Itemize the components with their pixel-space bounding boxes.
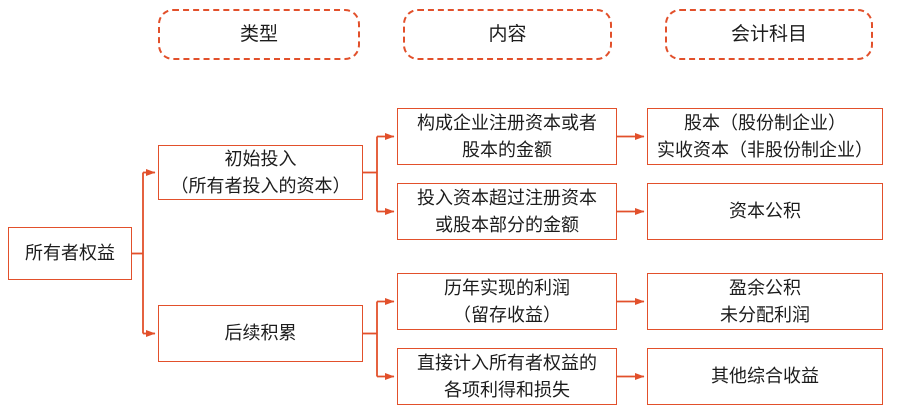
account-box-share-capital-paid-in-capital: 股本（股份制企业） 实收资本（非股份制企业） <box>647 108 883 165</box>
account-box-other-comprehensive-income: 其他综合收益 <box>647 348 883 405</box>
account-box-surplus-reserve-undistributed-profit: 盈余公积 未分配利润 <box>647 273 883 330</box>
header-type: 类型 <box>158 9 360 60</box>
header-content: 内容 <box>403 9 612 60</box>
type-box-initial-investment: 初始投入 （所有者投入的资本） <box>158 145 363 200</box>
content-box-capital-exceeding-registered: 投入资本超过注册资本 或股本部分的金额 <box>397 183 617 240</box>
header-account-subjects: 会计科目 <box>665 9 873 60</box>
account-box-capital-reserve: 资本公积 <box>647 183 883 240</box>
content-box-registered-capital-amount: 构成企业注册资本或者 股本的金额 <box>397 108 617 165</box>
content-box-retained-profits: 历年实现的利润 （留存收益） <box>397 273 617 330</box>
content-box-gains-and-losses: 直接计入所有者权益的 各项利得和损失 <box>397 348 617 405</box>
type-box-subsequent-accumulation: 后续积累 <box>158 305 363 362</box>
root-box-owners-equity: 所有者权益 <box>8 227 132 280</box>
